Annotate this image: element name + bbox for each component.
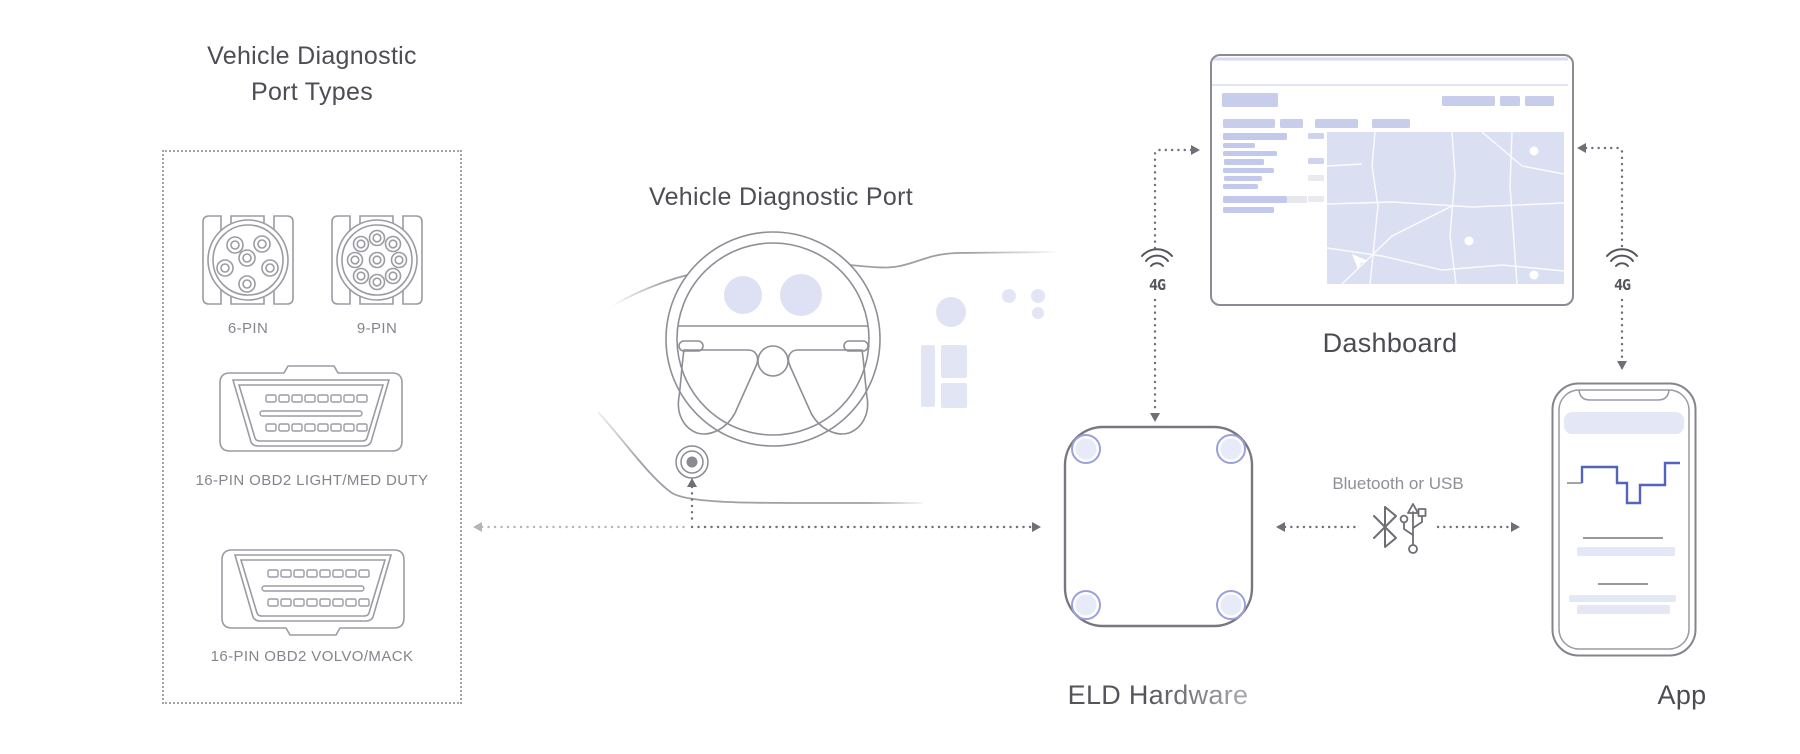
port-types-title: Vehicle Diagnostic Port Types bbox=[132, 38, 492, 110]
browser-chrome-highlight bbox=[1212, 57, 1568, 61]
dashboard-label: Dashboard bbox=[1322, 328, 1458, 358]
wifi-4g-icon-right: 4G bbox=[1606, 248, 1638, 294]
6-pin-label: 6-PIN bbox=[227, 320, 269, 337]
map-cursor-icon bbox=[1352, 254, 1368, 269]
diagnostic-port-icon bbox=[675, 445, 709, 479]
dashboard-list-rows bbox=[1223, 133, 1307, 213]
app-label: App bbox=[1657, 680, 1707, 710]
eld-hardware-label: ELD Hardware bbox=[1038, 680, 1278, 711]
gauge-circle-left bbox=[724, 276, 762, 314]
hos-log-chart bbox=[1567, 461, 1680, 505]
eld-hardware-device bbox=[1063, 425, 1254, 628]
vehicle-diagnostic-port-title: Vehicle Diagnostic Port bbox=[649, 183, 913, 211]
dashboard-map bbox=[1326, 131, 1565, 285]
obd2-volvo-mack-label: 16-PIN OBD2 VOLVO/MACK bbox=[210, 648, 414, 665]
phone-notch bbox=[1578, 389, 1670, 401]
cell-4g-text-right: 4G bbox=[1614, 276, 1631, 294]
9-pin-connector-icon bbox=[331, 215, 423, 305]
connector-eld-to-app bbox=[1276, 522, 1520, 532]
connector-eld-to-dashboard bbox=[1150, 145, 1200, 422]
instrument-panel-graphics bbox=[921, 289, 1045, 408]
obd2-volvo-mack-connector-icon bbox=[221, 549, 405, 636]
obd2-light-med-duty-connector-icon bbox=[219, 365, 403, 452]
dashboard-screen bbox=[1212, 57, 1568, 285]
dashboard-status-badges bbox=[1308, 133, 1324, 202]
eld-corner-screws bbox=[1071, 434, 1246, 620]
port-types-title-line2: Port Types bbox=[250, 78, 374, 106]
dashboard-header-bars bbox=[1222, 93, 1554, 107]
port-types-box: 6-PIN 9-PIN 16-PIN OBD2 LIGHT/MED DUTY bbox=[162, 150, 462, 704]
9-pin-label: 9-PIN bbox=[356, 320, 398, 337]
map-location-dots bbox=[1352, 146, 1539, 280]
6-pin-connector-icon bbox=[202, 215, 294, 305]
connector-dashboard-to-app bbox=[1577, 143, 1627, 370]
wifi-4g-icon-left: 4G bbox=[1141, 248, 1173, 294]
obd2-light-med-duty-label: 16-PIN OBD2 LIGHT/MED DUTY bbox=[195, 472, 429, 489]
port-types-title-line1: Vehicle Diagnostic bbox=[207, 42, 417, 70]
usb-icon bbox=[1399, 503, 1427, 554]
steering-wheel-illustration bbox=[665, 231, 881, 447]
dashboard-nav-bars bbox=[1223, 119, 1410, 128]
app-content-lines bbox=[1569, 537, 1676, 614]
app-phone-device bbox=[1551, 382, 1697, 657]
app-header-bar bbox=[1564, 412, 1684, 434]
dashboard-window bbox=[1210, 54, 1574, 306]
bluetooth-or-usb-label: Bluetooth or USB bbox=[1332, 474, 1464, 493]
cell-4g-text-left: 4G bbox=[1149, 276, 1166, 294]
connector-port-to-eld bbox=[473, 478, 1041, 532]
gauge-circle-right bbox=[780, 274, 822, 316]
bluetooth-icon bbox=[1373, 506, 1397, 548]
